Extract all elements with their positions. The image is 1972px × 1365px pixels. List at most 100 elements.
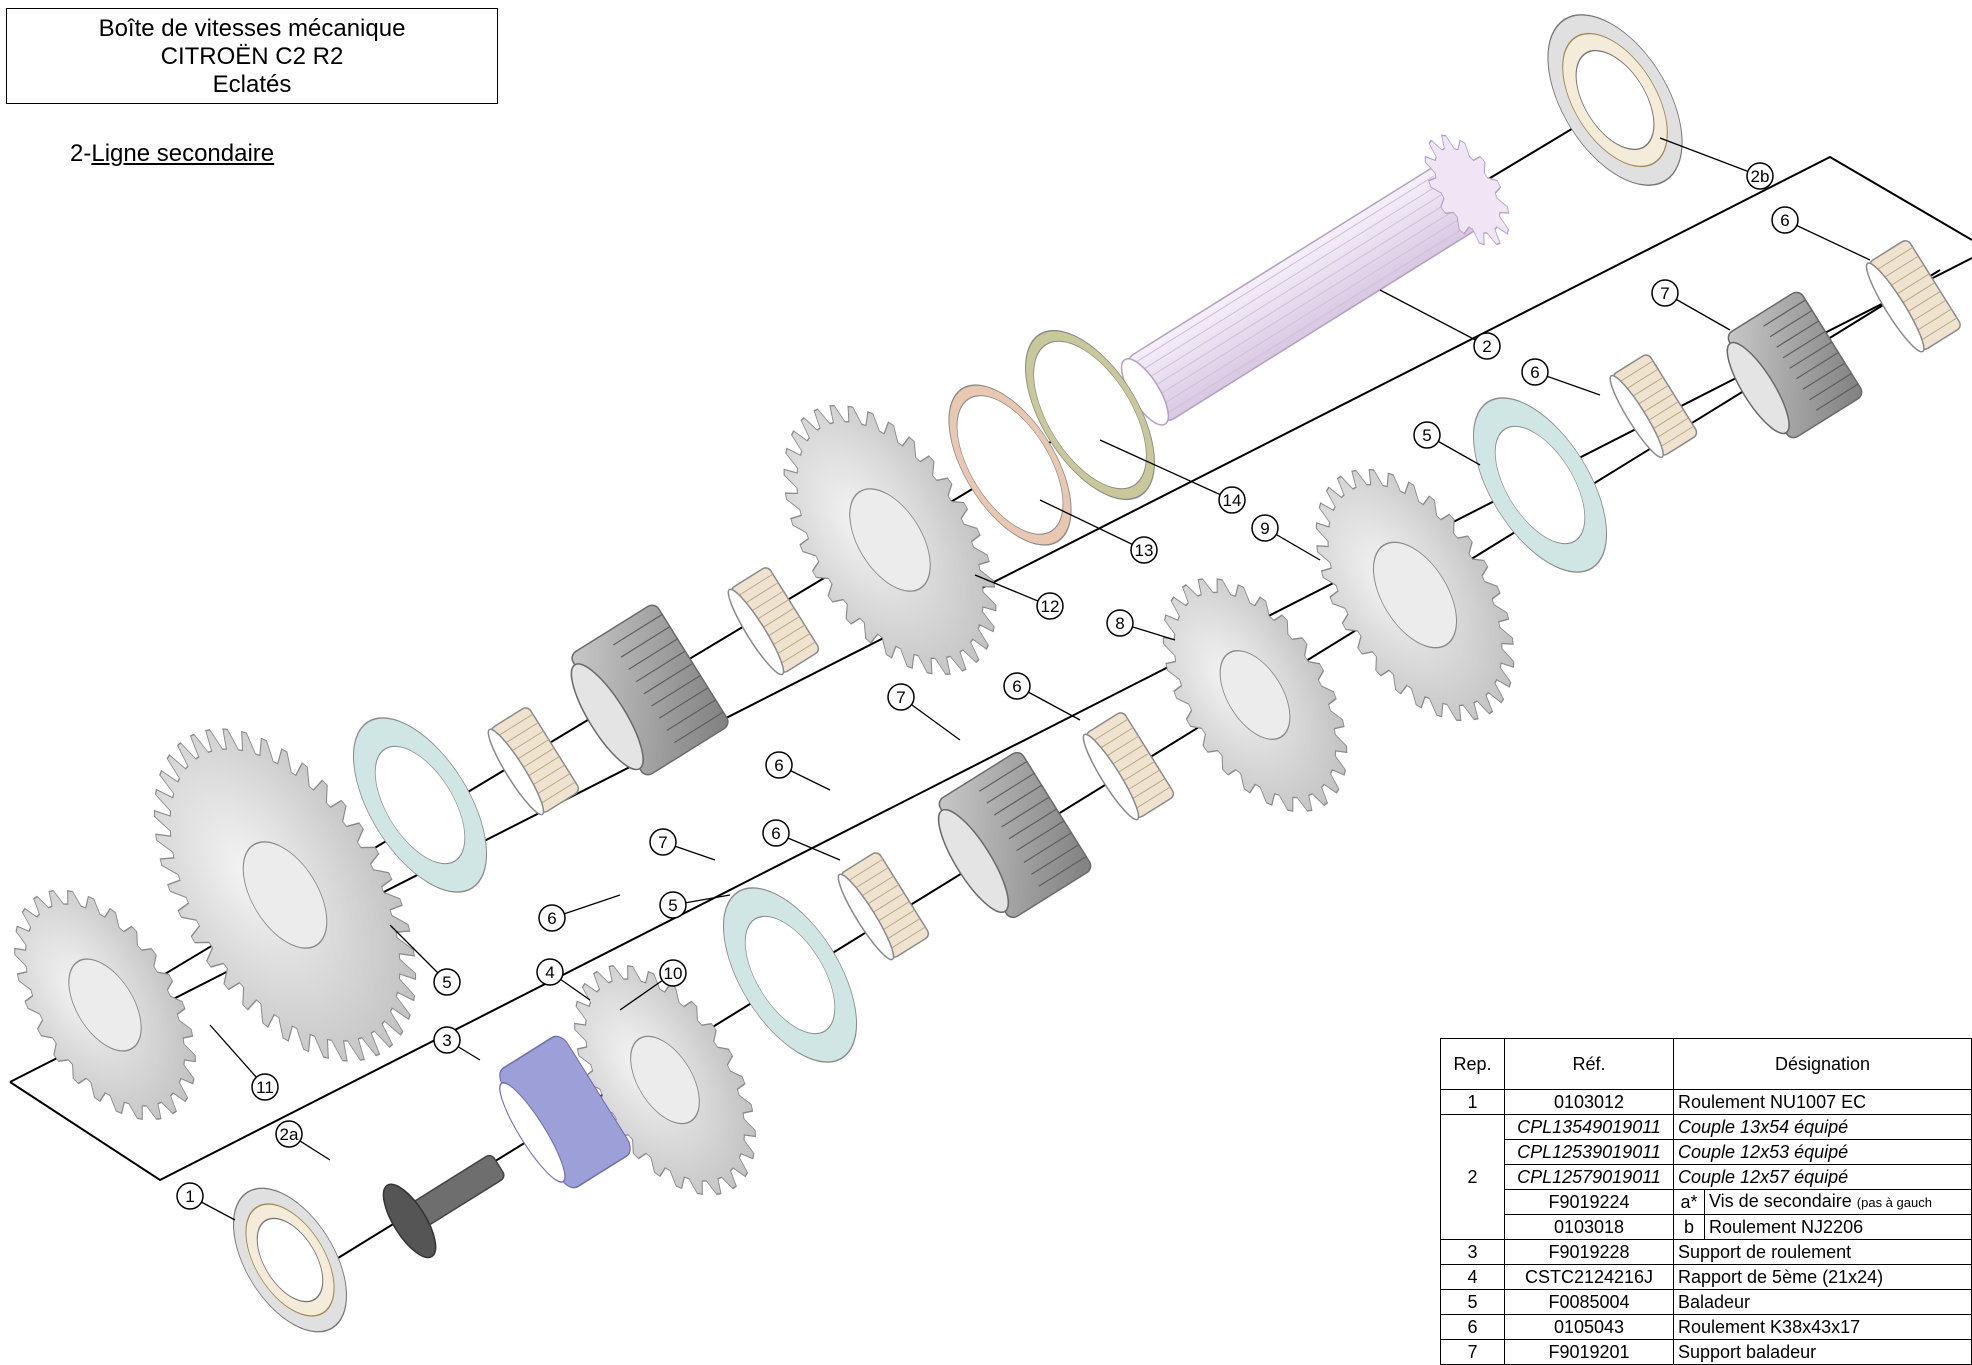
header-rep: Rep.	[1440, 1038, 1505, 1090]
cell-sub: a*	[1673, 1189, 1705, 1215]
table-row: 3 F9019228 Support de roulement	[1440, 1239, 1972, 1265]
gear	[1162, 578, 1348, 812]
designation-text: Vis de secondaire	[1709, 1191, 1852, 1211]
callout-13: 13	[1039, 499, 1158, 564]
callout-label: 6	[547, 909, 556, 928]
cell-rep: 5	[1440, 1289, 1505, 1315]
callout-label: 5	[668, 896, 677, 915]
cell-rep: 2	[1440, 1114, 1505, 1240]
synchro-hub	[570, 604, 729, 776]
callout-label: 8	[1115, 614, 1124, 633]
cell-designation: Couple 13x54 équipé	[1673, 1114, 1972, 1140]
table-row: 7 F9019201 Support baladeur	[1440, 1339, 1972, 1365]
callout-6: 6	[1521, 358, 1601, 396]
section-label: Ligne secondaire	[91, 140, 275, 167]
cell-designation: Support baladeur	[1673, 1339, 1972, 1365]
cell-rep: 1	[1440, 1089, 1505, 1115]
table-row: 5 F0085004 Baladeur	[1440, 1289, 1972, 1315]
title-box: Boîte de vitesses mécanique CITROËN C2 R…	[6, 8, 498, 104]
cell-rep: 4	[1440, 1264, 1505, 1290]
callout-label: 10	[664, 964, 683, 983]
callout-label: 6	[1012, 677, 1021, 696]
callout-label: 14	[1223, 491, 1242, 510]
gear	[1315, 468, 1515, 722]
callout-11: 11	[209, 1024, 279, 1101]
cell-designation: Couple 12x57 équipé	[1673, 1164, 1972, 1190]
ball-bearing	[232, 1187, 348, 1333]
cell-ref: 0103012	[1504, 1089, 1674, 1115]
needle-bearing	[487, 707, 580, 816]
table-row: 6 0105043 Roulement K38x43x17	[1440, 1314, 1972, 1340]
callout-1: 1	[176, 1182, 236, 1221]
ring-part	[352, 717, 488, 893]
callout-label: 5	[442, 973, 451, 992]
cell-designation: Roulement K38x43x17	[1673, 1314, 1972, 1340]
callout-12: 12	[974, 574, 1064, 620]
callout-8: 8	[1106, 609, 1176, 641]
cell-designation: Roulement NJ2206	[1704, 1214, 1972, 1240]
cell-designation: Baladeur	[1673, 1289, 1972, 1315]
cell-designation: Couple 12x53 équipé	[1673, 1139, 1972, 1165]
callout-label: 2	[1482, 337, 1491, 356]
cell-ref: CSTC2124216J	[1504, 1264, 1674, 1290]
cell-rep: 7	[1440, 1339, 1505, 1365]
secondary-shaft	[1120, 134, 1510, 426]
cell-designation: Support de roulement	[1673, 1239, 1972, 1265]
callout-6: 6	[1003, 672, 1081, 721]
needle-bearing	[727, 567, 820, 676]
callout-label: 4	[545, 963, 554, 982]
cell-ref: CPL12539019011	[1504, 1139, 1674, 1165]
ring-part	[1472, 397, 1608, 573]
callout-label: 6	[1780, 211, 1789, 230]
table-row: 2 CPL13549019011 Couple 13x54 équipé	[1440, 1114, 1972, 1240]
callout-9: 9	[1251, 514, 1321, 561]
table-row: CPL12579019011 Couple 12x57 équipé	[1441, 1164, 1972, 1190]
header-designation: Désignation	[1673, 1038, 1972, 1090]
callout-2a: 2a	[275, 1120, 331, 1161]
cell-designation: Roulement NU1007 EC	[1673, 1089, 1972, 1115]
callout-6: 6	[1771, 206, 1871, 261]
designation-note: (pas à gauch	[1856, 1195, 1932, 1210]
cell-rep: 6	[1440, 1314, 1505, 1340]
callout-6: 6	[765, 751, 831, 791]
table-row: 4 CSTC2124216J Rapport de 5ème (21x24)	[1440, 1264, 1972, 1290]
cell-sub: b	[1673, 1214, 1705, 1240]
callout-7: 7	[649, 828, 716, 861]
gear	[783, 404, 997, 676]
section-prefix: 2-	[70, 140, 92, 167]
needle-bearing	[1609, 354, 1698, 459]
callout-label: 6	[1530, 363, 1539, 382]
cell-designation: Rapport de 5ème (21x24)	[1673, 1264, 1972, 1290]
cell-ref: CPL12579019011	[1504, 1164, 1674, 1190]
callout-10: 10	[619, 959, 687, 1011]
synchro-hub	[1726, 291, 1863, 439]
callout-6: 6	[538, 894, 621, 932]
callout-7: 7	[1651, 279, 1731, 331]
title-line-1: Boîte de vitesses mécanique	[98, 15, 406, 42]
ring-part	[722, 887, 858, 1063]
table-row: 1 0103012 Roulement NU1007 EC	[1440, 1089, 1972, 1115]
cell-ref: CPL13549019011	[1504, 1114, 1674, 1140]
callout-label: 9	[1260, 519, 1269, 538]
ring-part	[948, 384, 1072, 546]
header-ref: Réf.	[1504, 1038, 1674, 1090]
callout-6: 6	[762, 819, 841, 861]
cell-ref: F9019201	[1504, 1339, 1674, 1365]
title-line-2: CITROËN C2 R2	[160, 43, 344, 70]
section-heading: 2-Ligne secondaire	[70, 140, 274, 168]
callout-label: 7	[658, 833, 667, 852]
callout-label: 6	[774, 756, 783, 775]
parts-table: Rep. Réf. Désignation 1 0103012 Roulemen…	[1440, 1038, 1972, 1365]
callout-label: 7	[896, 688, 905, 707]
upper-plane-frame	[9, 155, 1972, 1083]
cell-ref: 0105043	[1504, 1314, 1674, 1340]
table-row: F9019224 a* Vis de secondaire (pas à gau…	[1441, 1189, 1972, 1215]
callout-label: 3	[442, 1031, 451, 1050]
synchro-hub	[937, 751, 1092, 919]
needle-bearing	[1865, 240, 1961, 353]
gear	[14, 889, 196, 1121]
table-row: CPL12539019011 Couple 12x53 équipé	[1441, 1139, 1972, 1165]
callout-label: 11	[256, 1078, 274, 1097]
callout-label: 2a	[280, 1125, 299, 1144]
